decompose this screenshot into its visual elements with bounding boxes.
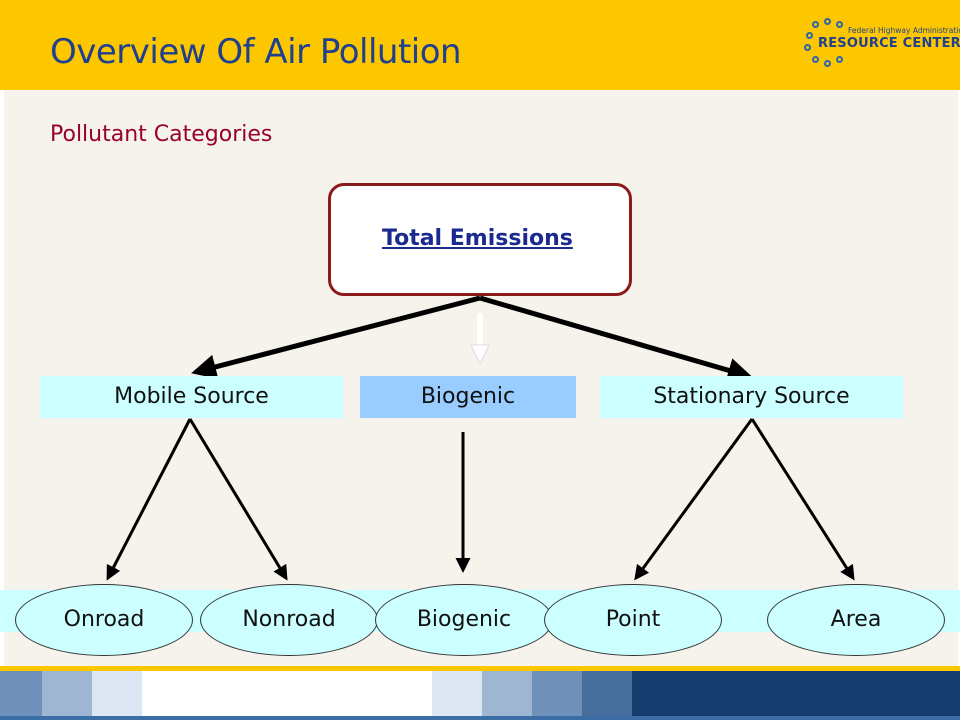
resource-center-logo: Federal Highway Administration RESOURCE … [804, 18, 960, 70]
footer-segment [92, 671, 142, 716]
footer-segment [42, 671, 92, 716]
logo-ring-dot [824, 60, 831, 67]
footer-segment [432, 671, 482, 716]
slide-subtitle: Pollutant Categories [50, 122, 273, 147]
arrow-mobile-to-nonroad [188, 418, 288, 581]
footer-bottom-line [0, 716, 960, 720]
leaf-biogenic: Biogenic [375, 584, 553, 656]
logo-ring-dot [836, 21, 843, 28]
arrow-root-to-mobile [191, 295, 481, 380]
category-stationary-source: Stationary Source [600, 376, 903, 418]
leaf-point: Point [544, 584, 722, 656]
arrow-mobile-to-onroad [106, 418, 192, 581]
logo-ring-dot [804, 44, 811, 51]
footer-segment [142, 671, 432, 716]
category-biogenic: Biogenic [360, 376, 576, 418]
total-emissions-box [328, 183, 632, 296]
footer-color-bar [0, 671, 960, 716]
footer-gold-line [0, 666, 960, 671]
logo-agency-text: Federal Highway Administration [848, 26, 960, 35]
arrow-root-to-biogenic-head [470, 344, 490, 366]
logo-ring-dot [806, 32, 813, 39]
logo-ring-dot [812, 21, 819, 28]
category-mobile-source: Mobile Source [40, 376, 343, 418]
total-emissions-label: Total Emissions [382, 226, 573, 251]
logo-title-text: RESOURCE CENTER [818, 36, 960, 51]
footer-segment [532, 671, 582, 716]
arrow-stationary-to-point [634, 418, 754, 581]
logo-ring-dot [836, 56, 843, 63]
slide-title: Overview Of Air Pollution [50, 32, 462, 72]
arrow-stationary-to-area [750, 418, 855, 581]
arrow-root-to-stationary [479, 295, 753, 383]
footer-segment [582, 671, 632, 716]
footer-segment [0, 671, 42, 716]
leaf-nonroad: Nonroad [200, 584, 378, 656]
footer-segment [632, 671, 960, 716]
leaf-area: Area [767, 584, 945, 656]
logo-ring-dot [824, 18, 831, 25]
leaf-onroad: Onroad [15, 584, 193, 656]
logo-ring-dot [812, 56, 819, 63]
footer-segment [482, 671, 532, 716]
header-bar [0, 0, 960, 90]
